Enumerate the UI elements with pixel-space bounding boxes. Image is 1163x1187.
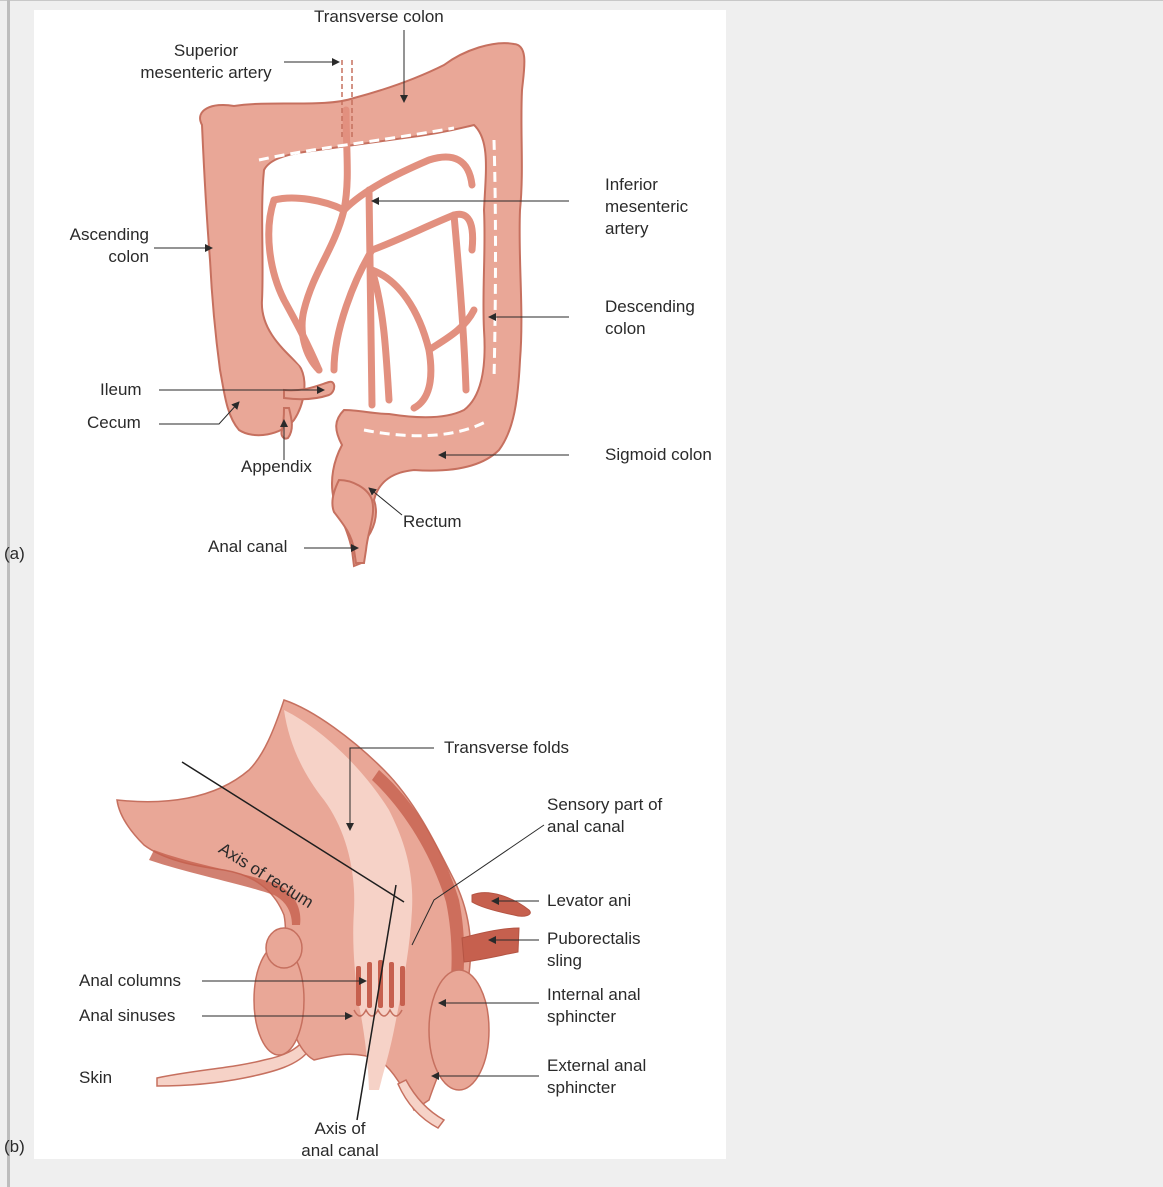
panel-label-b: (b) [4,1136,25,1158]
label-ileum: Ileum [100,379,142,401]
label-transverse-colon: Transverse colon [314,6,444,28]
label-ascending-colon-line1: Ascending [49,224,149,246]
label-sensory-part: Sensory part of anal canal [547,794,662,838]
levator-ani-shape [472,893,530,917]
label-puborectalis-sling: Puborectalis sling [547,928,641,972]
label-external-anal-sphincter: External anal sphincter [547,1055,646,1099]
label-rectum: Rectum [403,511,462,533]
left-small-ring [266,928,302,968]
label-inferior-mesenteric-artery: Inferior mesenteric artery [605,174,688,240]
large-intestine-illustration [200,43,524,566]
label-sigmoid-colon: Sigmoid colon [605,444,712,466]
label-axis-of-anal-canal: Axis of anal canal [284,1118,396,1162]
label-internal-anal-sphincter-line2: sphincter [547,1006,641,1028]
label-anal-sinuses: Anal sinuses [79,1005,175,1027]
label-ascending-colon: Ascending colon [49,224,149,268]
left-scroll-rule [7,0,10,1187]
label-cecum: Cecum [87,412,141,434]
label-puborectalis-sling-line1: Puborectalis [547,928,641,950]
label-ascending-colon-line2: colon [49,246,149,268]
label-internal-anal-sphincter: Internal anal sphincter [547,984,641,1028]
label-external-anal-sphincter-line2: sphincter [547,1077,646,1099]
label-superior-mesenteric-artery: Superior mesenteric artery [130,40,282,84]
label-descending-colon-line2: colon [605,318,695,340]
label-superior-mesenteric-artery-line2: mesenteric artery [130,62,282,84]
anal-canal-illustration [117,700,530,1128]
label-descending-colon-line1: Descending [605,296,695,318]
label-transverse-folds: Transverse folds [444,737,569,759]
label-superior-mesenteric-artery-line1: Superior [130,40,282,62]
puborectalis-shape [462,928,519,962]
label-axis-of-anal-canal-line2: anal canal [284,1140,396,1162]
figure-panel: Transverse colon Superior mesenteric art… [34,10,726,1159]
label-puborectalis-sling-line2: sling [547,950,641,972]
label-descending-colon: Descending colon [605,296,695,340]
label-anal-canal: Anal canal [208,536,287,558]
external-sphincter-right [429,970,489,1090]
label-skin: Skin [79,1067,112,1089]
label-inferior-mesenteric-artery-line2: mesenteric [605,196,688,218]
label-sensory-part-line2: anal canal [547,816,662,838]
label-inferior-mesenteric-artery-line1: Inferior [605,174,688,196]
label-internal-anal-sphincter-line1: Internal anal [547,984,641,1006]
appendix-shape [281,408,291,439]
panel-label-a: (a) [4,543,25,565]
label-external-anal-sphincter-line1: External anal [547,1055,646,1077]
label-appendix: Appendix [241,456,312,478]
label-inferior-mesenteric-artery-line3: artery [605,218,688,240]
label-sensory-part-line1: Sensory part of [547,794,662,816]
label-anal-columns: Anal columns [79,970,181,992]
label-axis-of-anal-canal-line1: Axis of [284,1118,396,1140]
label-levator-ani: Levator ani [547,890,631,912]
